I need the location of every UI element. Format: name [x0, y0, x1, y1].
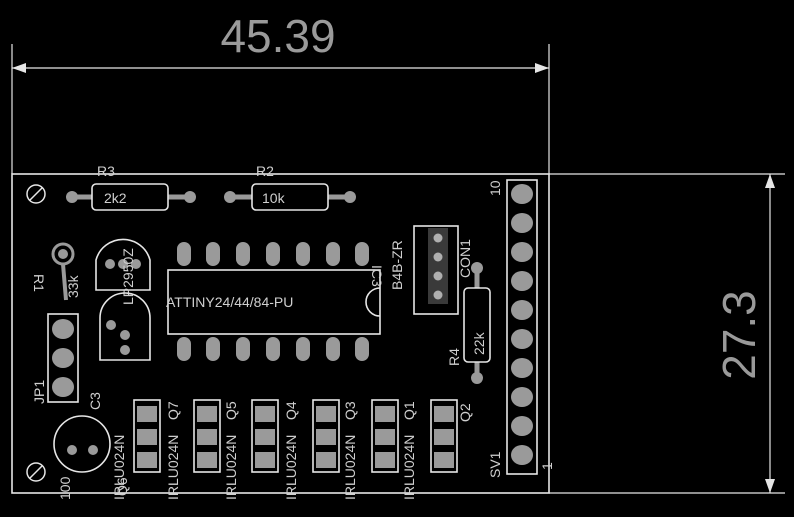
- ic-name: IC3: [369, 265, 385, 287]
- height-dimension: 27.3: [549, 173, 785, 494]
- reg-name: LP2950Z: [120, 248, 136, 305]
- sv-pin10: 10: [487, 180, 503, 196]
- q4-value: IRLU024N: [283, 435, 299, 500]
- jp-name: JP1: [31, 380, 47, 404]
- width-value: 45.39: [220, 10, 335, 62]
- q5-value: IRLU024N: [223, 435, 239, 500]
- regulator-lp2950z: LP2950Z: [95, 238, 151, 305]
- resistor-r1: R1 33k: [31, 242, 81, 301]
- q7-value: IRLU024N: [165, 435, 181, 500]
- ic-attiny: ATTINY24/44/84-PU IC3: [166, 242, 385, 361]
- r1-value: 33k: [65, 274, 81, 298]
- resistor-r4: R4 22k: [446, 262, 491, 384]
- jumper-jp1: JP1: [31, 313, 79, 404]
- r4-name: R4: [446, 348, 462, 366]
- q4-name: Q4: [283, 401, 299, 420]
- mosfet-q6: Q6: [114, 399, 161, 496]
- sv-pin1: 1: [539, 462, 555, 470]
- height-value: 27.3: [713, 290, 765, 380]
- c-name: C3: [87, 392, 103, 410]
- mosfet-q4: Q4 IRLU024N: [283, 399, 340, 500]
- con-name: CON1: [457, 239, 473, 278]
- r2-name: R2: [256, 163, 274, 179]
- width-dimension: 45.39: [11, 10, 550, 174]
- q7-name: Q7: [165, 401, 181, 420]
- q1-value: IRLU024N: [401, 435, 417, 500]
- header-sv1: 10 1 SV1: [487, 179, 555, 478]
- board-outline: [11, 173, 550, 494]
- mosfet-q7: Q7 IRLU024N: [165, 399, 221, 500]
- ic-small: [99, 292, 151, 361]
- mosfet-q5: Q5 IRLU024N: [223, 399, 279, 500]
- q1-name: Q1: [401, 401, 417, 420]
- q5-name: Q5: [223, 401, 239, 420]
- r3-name: R3: [97, 163, 115, 179]
- ic-value: ATTINY24/44/84-PU: [166, 294, 293, 310]
- mounting-hole-top: [26, 184, 46, 204]
- resistor-r3: R3 2k2: [66, 163, 196, 211]
- mosfet-q3: Q3 IRLU024N: [342, 399, 399, 500]
- r4-value: 22k: [471, 331, 487, 355]
- mounting-hole-bottom: [26, 462, 46, 482]
- q6-name: Q6: [114, 477, 130, 496]
- q3-value: IRLU024N: [342, 435, 358, 500]
- q6-value: IRLU024N: [111, 435, 127, 500]
- mosfet-q1: Q1 IRLU024N: [401, 399, 458, 500]
- q3-name: Q3: [342, 401, 358, 420]
- capacitor-c3: C3 100: [53, 392, 111, 500]
- r3-value: 2k2: [104, 190, 127, 206]
- sv-name: SV1: [487, 451, 503, 478]
- connector-con1: B4B-ZR CON1: [389, 225, 473, 315]
- q2-name: Q2: [457, 403, 473, 422]
- con-value: B4B-ZR: [389, 240, 405, 290]
- resistor-r2: R2 10k: [224, 163, 356, 211]
- c-value: 100: [57, 476, 73, 500]
- r2-value: 10k: [262, 190, 286, 206]
- r1-name: R1: [31, 274, 47, 292]
